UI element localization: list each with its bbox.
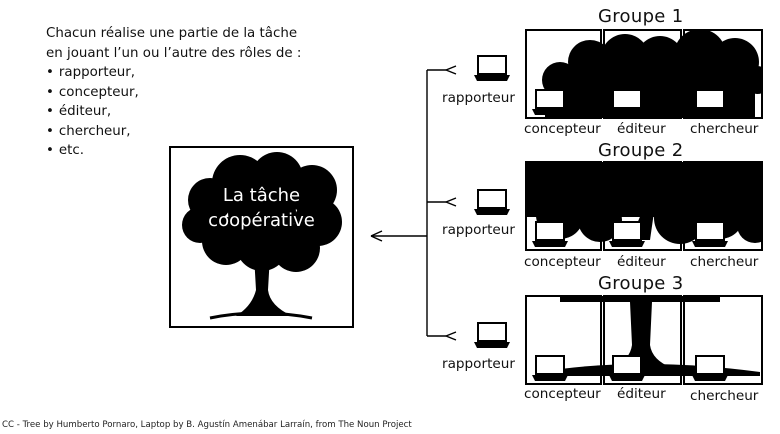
roles-list: rapporteur, concepteur, éditeur, cherche… [46,63,301,161]
laptop-icon [608,221,646,248]
group-1-role-editeur: éditeur [617,121,666,137]
group-2-role-editeur: éditeur [617,254,666,270]
tree-icon [182,152,342,320]
group-2-reporter-label: rapporteur [442,222,515,238]
laptop-icon [691,221,729,248]
group-3-role-editeur: éditeur [617,386,666,402]
task-label: La tâche coopérative [170,183,353,233]
role-list-item: rapporteur, [46,63,301,83]
intro-text: Chacun réalise une partie de la tâche en… [46,24,301,161]
group-1-reporter-label: rapporteur [442,90,515,106]
laptop-icon [531,221,569,248]
laptop-icon [473,189,511,216]
role-list-item: concepteur, [46,83,301,103]
role-list-item: éditeur, [46,102,301,122]
group-3-panel [473,295,763,385]
laptop-icon [531,89,569,116]
credit-text: CC - Tree by Humberto Pornaro, Laptop by… [2,420,412,430]
laptop-icon [473,55,511,82]
group-3-role-concepteur: concepteur [524,386,601,402]
laptop-icon [691,89,729,116]
group-3-title: Groupe 3 [598,273,684,294]
group-2-panel [473,161,763,251]
laptop-icon [608,89,646,116]
group-2-title: Groupe 2 [598,140,684,161]
group-2-role-chercheur: chercheur [690,254,759,270]
connector-lines [370,65,457,341]
laptop-icon [691,355,729,382]
group-3-reporter-label: rapporteur [442,356,515,372]
group-2-role-concepteur: concepteur [524,254,601,270]
group-1-panel [473,29,763,119]
group-1-role-chercheur: chercheur [690,121,759,137]
group-1-title: Groupe 1 [598,6,684,27]
task-label-line-1: La tâche [222,185,301,206]
laptop-icon [473,322,511,349]
laptop-icon [531,355,569,382]
role-list-item: etc. [46,141,301,161]
task-label-line-2: coopérative [208,210,315,231]
group-1-role-concepteur: concepteur [524,121,601,137]
group-3-role-chercheur: chercheur [690,388,759,404]
laptop-icon [608,355,646,382]
intro-line-2: en jouant l’un ou l’autre des rôles de : [46,45,302,61]
intro-line-1: Chacun réalise une partie de la tâche [46,26,298,41]
role-list-item: chercheur, [46,122,301,142]
